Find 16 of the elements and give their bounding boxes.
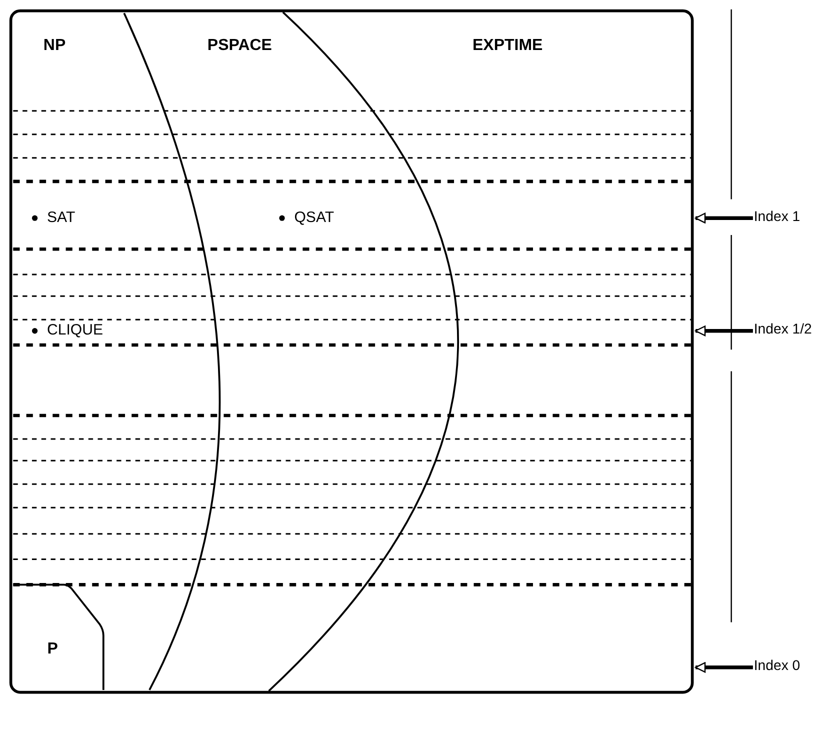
arrow bbox=[695, 662, 753, 673]
problem-point-label: QSAT bbox=[279, 210, 334, 227]
class-name: NP bbox=[43, 36, 66, 55]
index-label: Index 1 bbox=[754, 208, 802, 225]
arrow bbox=[695, 326, 753, 336]
class-name: PSPACE bbox=[207, 36, 272, 55]
problem-point-label: CLIQUE bbox=[32, 322, 103, 340]
class-region bbox=[13, 582, 106, 690]
index-label: Index 0 bbox=[754, 658, 802, 674]
class-name: EXPTIME bbox=[472, 36, 543, 55]
class-region bbox=[9, 9, 694, 694]
class-name: P bbox=[47, 639, 58, 658]
problem-point-label: SAT bbox=[32, 210, 76, 227]
class-region bbox=[12, 12, 461, 691]
arrow bbox=[695, 212, 753, 224]
index-label: Index 1/2 bbox=[754, 321, 812, 338]
